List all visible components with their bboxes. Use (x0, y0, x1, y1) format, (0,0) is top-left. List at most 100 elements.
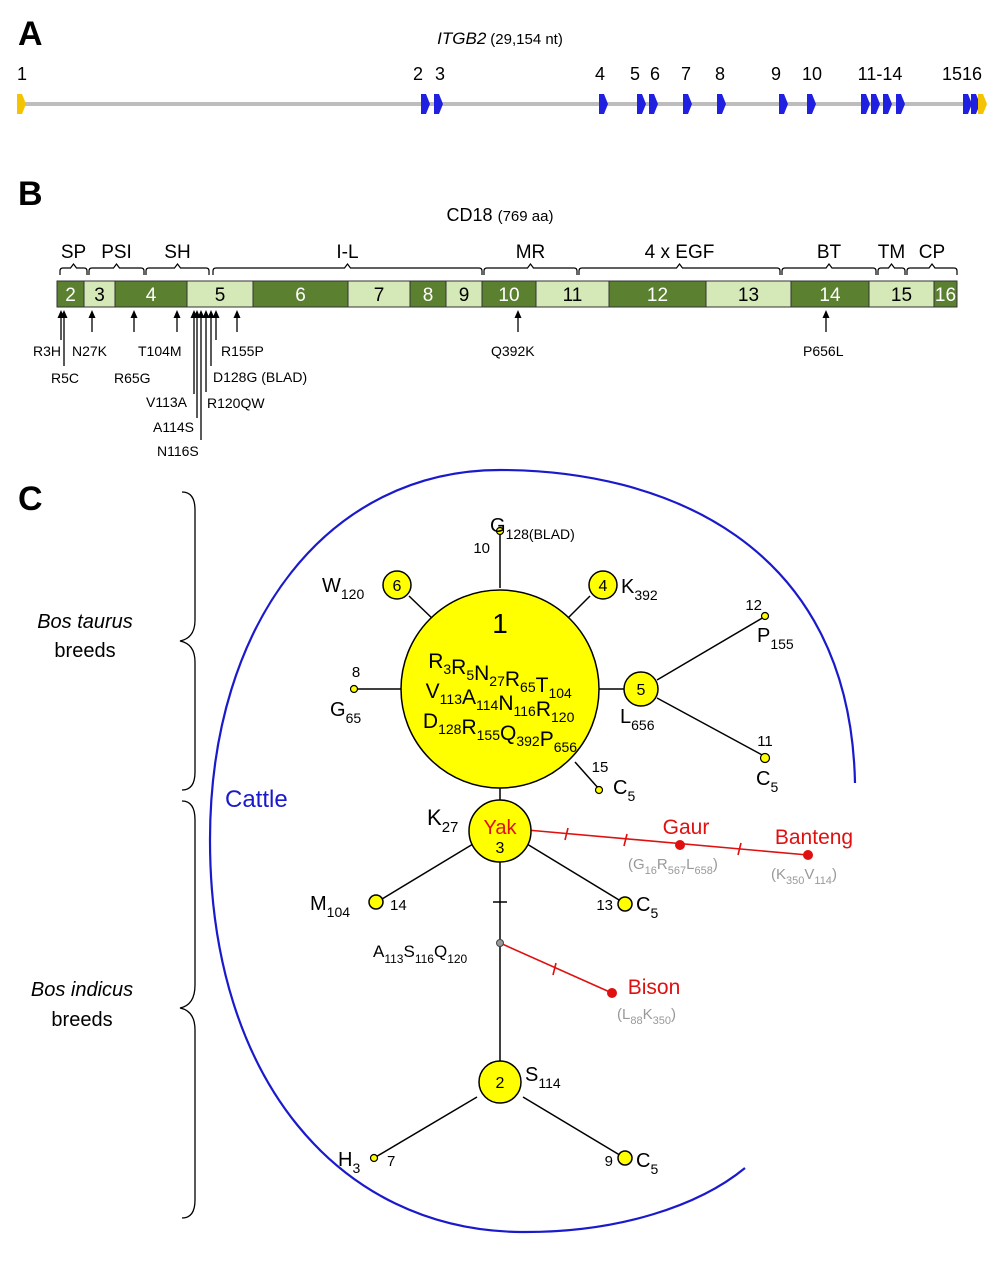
haplotype-13-id: 13 (596, 897, 613, 914)
haplotype-13-node (617, 896, 633, 912)
domain-label-PSI: PSI (101, 242, 132, 263)
exon-mark-8 (779, 94, 788, 114)
haplotype-15-node (594, 785, 604, 795)
haplotype-numbers: 10 6 4 12 8 5 11 15 3 14 13 2 7 9 (352, 540, 773, 1170)
haplotype-12-node (760, 611, 770, 621)
bos-indicus-breeds: breeds (51, 1009, 112, 1031)
exon-segment-label-11: 11 (563, 285, 583, 306)
exon-mark-6 (683, 94, 692, 114)
mutation-arrowhead-12 (514, 310, 522, 318)
exon-segment-16 (933, 280, 958, 308)
exon-segment-13 (705, 280, 792, 308)
haplotype-2-residue: S114 (525, 1064, 561, 1091)
haplotype-10-id: 10 (473, 540, 490, 557)
haplotype-3-node (468, 799, 532, 863)
haplotype-2-node (478, 1060, 522, 1104)
haplotype-9-residue: C5 (636, 1150, 658, 1177)
haplotype-14-id: 14 (390, 897, 407, 914)
panel-b-label: B (18, 175, 43, 213)
protein-length: (769 aa) (498, 208, 554, 225)
gaur-node (675, 840, 685, 850)
mutation-arrows: R3HR5CN27KR65GT104MV113AA114SN116SR120QW… (33, 310, 844, 459)
haplotype-7-residue: H3 (338, 1149, 360, 1176)
domain-label-BT: BT (817, 242, 842, 263)
exon-segment-label-16: 16 (935, 285, 956, 306)
exon-label-2: 2 (413, 64, 423, 84)
haplotype-14-residue: M104 (310, 893, 350, 920)
mutation-label-R155P: R155P (221, 343, 264, 359)
domain-label-TM: TM (878, 242, 905, 263)
gaur-substitutions: (G16R567L658) (628, 856, 718, 877)
domain-bracket-2 (145, 263, 210, 275)
domain-label-4 x EGF: 4 x EGF (645, 242, 715, 263)
bison-label: Bison (628, 976, 681, 999)
domain-bracket-1 (88, 263, 145, 275)
exon-mark-14 (963, 94, 972, 114)
network-edges (356, 534, 765, 1159)
exon-mark-0 (17, 94, 26, 114)
mutation-arrowhead-13 (822, 310, 830, 318)
haplotype-12-id: 12 (745, 597, 762, 614)
haplotype-5-node (623, 671, 659, 707)
residue-row-2: D128R155Q392P656 (423, 710, 577, 755)
exon-mark-16 (978, 94, 987, 114)
haplotype-6-id: 6 (393, 578, 402, 595)
domain-label-MR: MR (516, 242, 546, 263)
cattle-label: Cattle (225, 786, 288, 813)
bos-taurus-label: Bos taurus (37, 611, 133, 633)
haplotype-15-id: 15 (592, 759, 609, 776)
haplotype-3-residue: K27 (427, 805, 458, 836)
exon-segment-label-5: 5 (215, 285, 226, 306)
exon-segment-15 (868, 280, 935, 308)
exon-segment-label-2: 2 (65, 285, 76, 306)
exon-segment-8 (409, 280, 447, 308)
exon-segment-14 (790, 280, 870, 308)
mutation-label-Q392K: Q392K (491, 343, 535, 359)
haplotype-12-residue: P155 (757, 625, 794, 652)
yak-label: Yak (484, 817, 518, 839)
mutation-label-R120QW: R120QW (207, 395, 265, 411)
haplotype-15-residue: C5 (613, 777, 635, 804)
haplotype-4-id: 4 (599, 578, 608, 595)
exon-label-10: 10 (802, 64, 822, 84)
gaur-label: Gaur (663, 816, 710, 839)
domain-bracket-7 (877, 263, 906, 275)
haplotype-6-residue: W120 (322, 575, 364, 602)
exon-segment-12 (608, 280, 707, 308)
exon-mark-15 (971, 94, 980, 114)
exon-mark-10 (861, 94, 870, 114)
exon-label-6: 6 (650, 64, 660, 84)
haplotype-9-node (617, 1150, 633, 1166)
protein-name: CD18 (447, 205, 493, 225)
haplotype-11-residue: C5 (756, 768, 778, 795)
exon-segment-3 (83, 280, 116, 308)
mutation-arrowhead-2 (88, 310, 96, 318)
bison-node (607, 988, 617, 998)
exon-segment-2 (56, 280, 85, 308)
haplotype-6-node (382, 570, 412, 600)
exon-label-15-16: 1516 (942, 64, 982, 84)
haplotype-2-id: 2 (496, 1075, 505, 1092)
exon-label-8: 8 (715, 64, 725, 84)
mutation-label-R5C: R5C (51, 370, 79, 386)
median-vector-residues: A113S116Q120 (373, 942, 468, 966)
mutation-label-T104M: T104M (138, 343, 182, 359)
exon-label-7: 7 (681, 64, 691, 84)
exon-mark-13 (896, 94, 905, 114)
haplotype-1-node (400, 589, 600, 789)
haplotype-nodes (349, 526, 813, 1166)
exon-label-4: 4 (595, 64, 605, 84)
haplotype-8-residue: G65 (330, 699, 361, 726)
domain-label-SP: SP (61, 242, 86, 263)
residue-row-0: R3R5N27R65T104 (428, 650, 572, 701)
median-vector-node (496, 939, 504, 947)
haplotype-7-id: 7 (387, 1153, 395, 1170)
exon-marks (17, 94, 987, 114)
domain-bracket-6 (781, 263, 877, 275)
mutation-arrowhead-8 (202, 310, 210, 318)
domain-label-CP: CP (919, 242, 945, 263)
bos-indicus-brace (179, 800, 196, 1219)
haplotype-residue-labels: G128(BLAD) W120 K392 P155 G65 L656 C5 C5… (310, 515, 794, 1177)
